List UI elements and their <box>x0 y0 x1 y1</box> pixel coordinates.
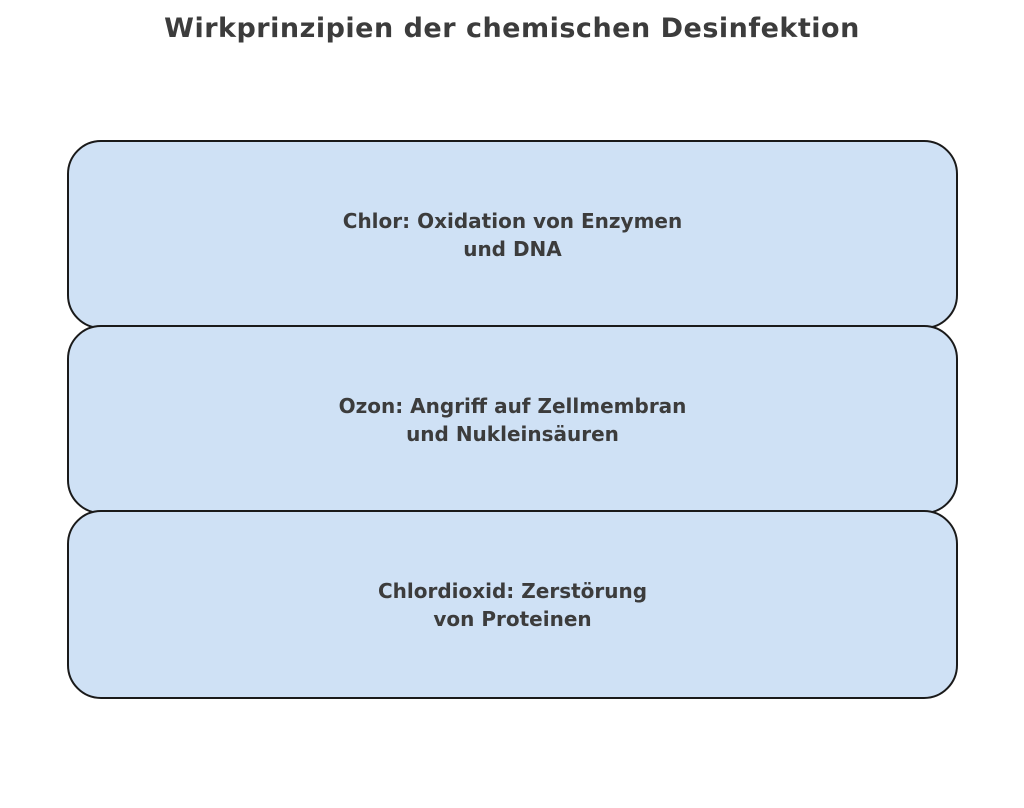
node-chlor-text: Chlor: Oxidation von Enzymen und DNA <box>343 207 682 263</box>
diagram-node-chlor: Chlor: Oxidation von Enzymen und DNA <box>67 140 958 329</box>
node-ozon-text: Ozon: Angriff auf Zellmembran und Nuklei… <box>339 392 687 448</box>
node-chlordioxid-text: Chlordioxid: Zerstörung von Proteinen <box>378 577 647 633</box>
node-chlordioxid-line1: Chlordioxid: Zerstörung <box>377 578 648 603</box>
diagram-node-ozon: Ozon: Angriff auf Zellmembran und Nuklei… <box>67 325 958 514</box>
node-ozon-line2: und Nukleinsäuren <box>406 421 619 446</box>
diagram-node-chlordioxid: Chlordioxid: Zerstörung von Proteinen <box>67 510 958 699</box>
node-chlor-line2: und DNA <box>463 236 562 261</box>
node-chlordioxid-line2: von Proteinen <box>433 606 592 631</box>
node-chlor-line1: Chlor: Oxidation von Enzymen <box>342 208 683 233</box>
diagram-title: Wirkprinzipien der chemischen Desinfekti… <box>164 13 860 44</box>
node-ozon-line1: Ozon: Angriff auf Zellmembran <box>338 393 687 418</box>
